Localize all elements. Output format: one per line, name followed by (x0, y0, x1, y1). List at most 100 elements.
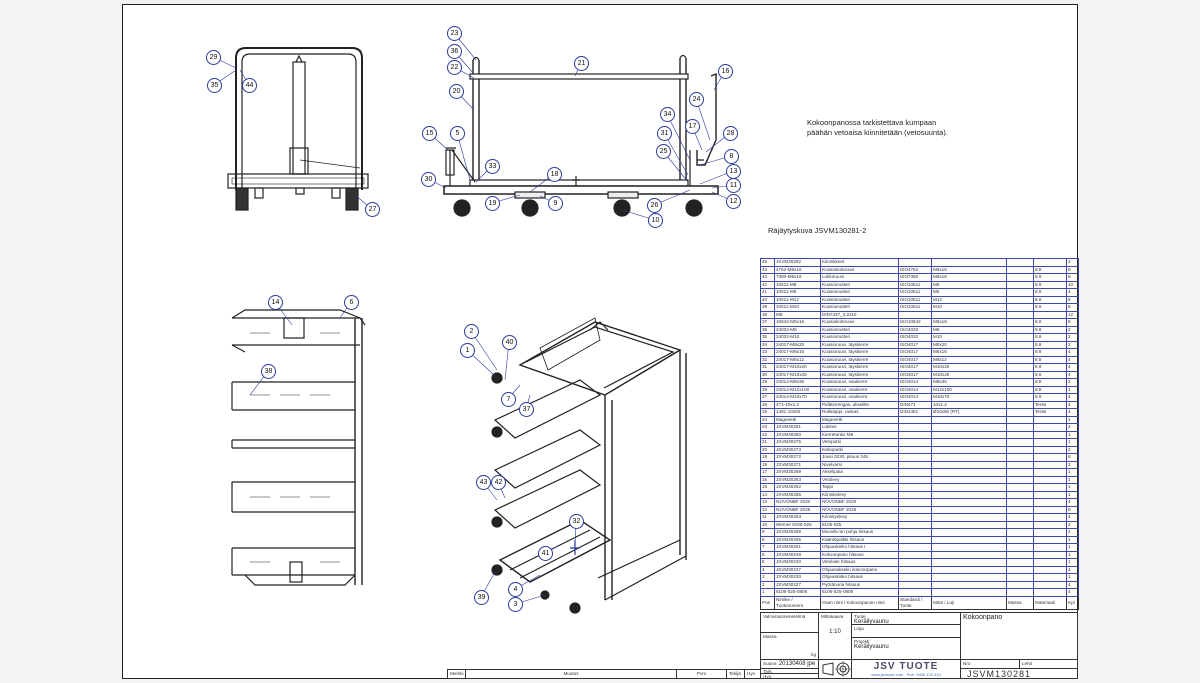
table-cell: 2 (760, 580, 775, 589)
table-cell: Tappi (820, 483, 899, 492)
table-cell: M6x16 (931, 348, 1007, 357)
table-cell (1033, 453, 1067, 462)
part-balloon: 38 (261, 364, 276, 379)
table-cell (898, 528, 932, 537)
table-cell (1006, 528, 1034, 537)
table-cell: M6x12 (931, 355, 1007, 364)
table-cell (898, 490, 932, 499)
table-cell: 2 (1066, 528, 1079, 537)
part-balloon: 34 (660, 107, 675, 122)
table-cell: Muoviliu'un pohja hitsaus (820, 528, 899, 537)
revision-header: Hyv (744, 669, 761, 679)
table-cell (1006, 588, 1034, 597)
table-cell: Jousi 0230, pituus 246 (820, 453, 899, 462)
table-cell: 24014-M12x100 (774, 385, 821, 394)
table-cell: 8.8 (1033, 325, 1067, 334)
part-balloon: 27 (365, 202, 380, 217)
assembly-note-line: Kokoonpanossa tarkistettava kumpaan (807, 118, 937, 127)
part-balloon: 7 (501, 392, 516, 407)
table-cell: JSVM30230 (774, 573, 821, 582)
table-cell: Ohjauskisko hitsaus (820, 573, 899, 582)
scale-value: 1:10 (829, 629, 841, 635)
table-cell (898, 310, 932, 319)
table-cell: M6 (931, 288, 1007, 297)
table-header-cell: Pos (760, 595, 775, 610)
table-cell (1033, 543, 1067, 552)
table-cell (1006, 310, 1034, 319)
table-cell: JSVM30240 (774, 558, 821, 567)
part-balloon: 41 (538, 546, 553, 561)
table-cell (1033, 498, 1067, 507)
part-balloon: 26 (647, 198, 662, 213)
part-balloon: 18 (547, 167, 562, 182)
table-cell: Kiinnityslevy (820, 513, 899, 522)
table-cell (931, 490, 1007, 499)
table-cell: 1 (1066, 438, 1079, 447)
table-cell: ISO10511 (898, 280, 932, 289)
table-cell: ISO4017 (898, 340, 932, 349)
table-cell (898, 460, 932, 469)
table-cell: 10 (1066, 280, 1079, 289)
table-cell (1006, 265, 1034, 274)
table-cell: Kuusioruuvi, täyskierre (820, 348, 899, 357)
part-balloon: 36 (447, 44, 462, 59)
part-balloon: 4 (508, 582, 523, 597)
table-cell: 20 (760, 445, 775, 454)
table-cell (931, 505, 1007, 514)
table-cell: 41 (760, 288, 775, 297)
part-balloon: 33 (485, 159, 500, 174)
table-cell: 1481-10x50 (774, 408, 821, 417)
table-cell: Teräs (1033, 400, 1067, 409)
table-cell (1033, 460, 1067, 469)
table-cell: 4 (760, 565, 775, 574)
table-cell: 1 (1066, 468, 1079, 477)
table-cell (1033, 468, 1067, 477)
table-cell: Kokoonpano hitsaus (820, 550, 899, 559)
part-balloon: 8 (724, 149, 739, 164)
table-cell (1033, 415, 1067, 424)
table-cell: Vetoputki (820, 438, 899, 447)
part-balloon: 43 (476, 475, 491, 490)
manufacturing-cell: Valmistusmenetelmä (760, 612, 819, 633)
table-cell: 17 (760, 468, 775, 477)
table-cell (898, 430, 932, 439)
table-header-cell: Standardi / Tuote (898, 595, 932, 610)
table-cell (898, 258, 932, 267)
table-cell: M6x16 (931, 265, 1007, 274)
table-cell: ISO10511 (898, 303, 932, 312)
table-cell: 8.8 (1033, 385, 1067, 394)
product-label: Tuote (854, 614, 866, 619)
table-cell (1033, 310, 1067, 319)
table-cell: 26 (760, 400, 775, 409)
table-cell: JSVM30248 (774, 550, 821, 559)
table-cell: 4 (1066, 498, 1079, 507)
table-cell: 11 (760, 513, 775, 522)
table-cell: Werner 8106-025 (774, 520, 821, 529)
table-cell (898, 423, 932, 432)
table-cell (1006, 453, 1034, 462)
table-cell (898, 565, 932, 574)
table-cell: 13 (760, 498, 775, 507)
part-balloon: 16 (718, 64, 733, 79)
table-cell: Kiinnikkeet (820, 258, 899, 267)
table-cell: 2 (1066, 258, 1079, 267)
table-cell: 24032-M10 (774, 333, 821, 342)
table-cell: 34 (760, 340, 775, 349)
part-balloon: 32 (569, 514, 584, 529)
part-balloon: 40 (502, 335, 517, 350)
table-cell: JSVM30263 (774, 475, 821, 484)
end-view (227, 47, 369, 211)
table-cell: Kuusiokoloruuvi (820, 265, 899, 274)
